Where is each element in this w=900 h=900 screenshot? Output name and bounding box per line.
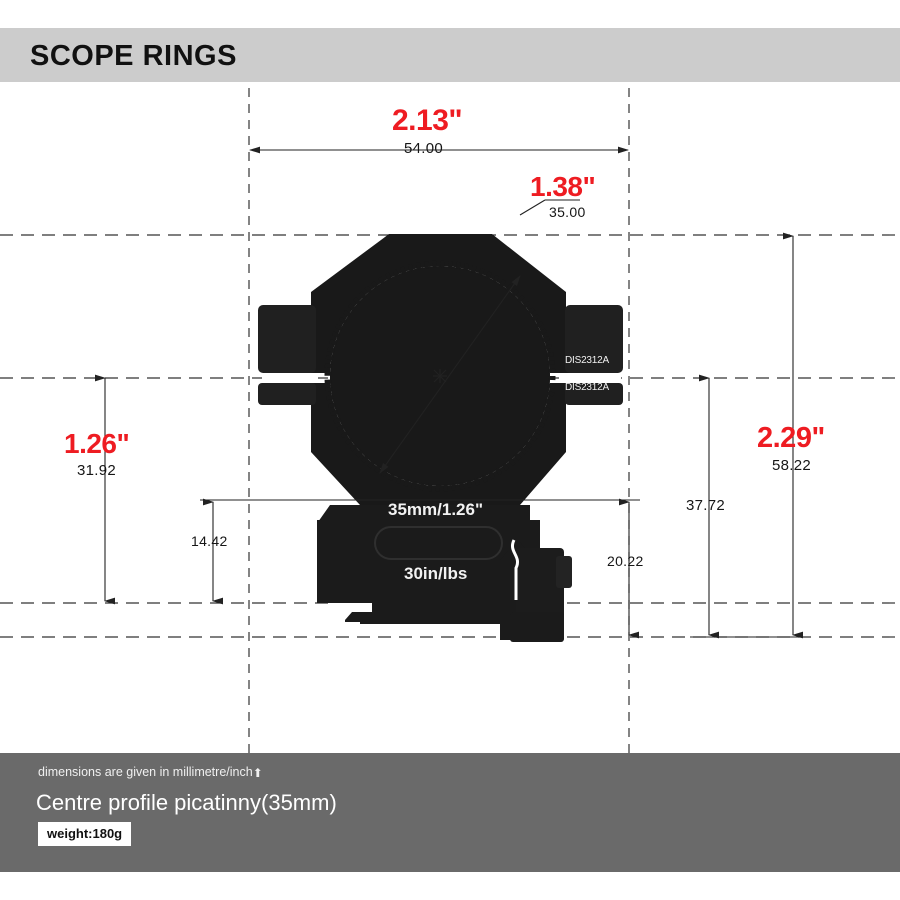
dim-label-ring-height-inch: 1.26"	[64, 428, 130, 459]
engraving-ring-size: 35mm/1.26"	[388, 500, 484, 519]
ring-lower-half	[265, 266, 612, 505]
centre-mark	[433, 369, 447, 383]
clamp-nut	[556, 556, 572, 588]
leader-bore	[519, 199, 546, 216]
scope-ring-body	[258, 234, 623, 642]
recoil-lug-notch	[330, 603, 372, 620]
dim-label-total-height-inch: 2.29"	[757, 422, 825, 454]
up-arrow-icon: ⬆	[252, 766, 263, 780]
screw-boss-left-lower	[258, 383, 316, 405]
clamp-bar	[500, 542, 527, 640]
ring-upper-half	[265, 234, 612, 486]
footer-note: dimensions are given in millimetre/inch⬆	[38, 765, 263, 780]
footer-note-text: dimensions are given in millimetre/inch	[38, 765, 253, 779]
rail-foot-bottom	[372, 596, 500, 624]
part-label-lower: DIS2312A	[565, 382, 609, 393]
base-oval-pocket	[374, 526, 503, 560]
bore-knurl-ring	[324, 260, 556, 492]
weight-badge: weight:180g	[38, 822, 132, 846]
split-line-gap-right	[563, 373, 621, 383]
dim-label-base-height-mm: 14.42	[191, 533, 228, 549]
dim-label-clamp-height-mm: 20.22	[607, 553, 644, 569]
engraving-torque: 30in/lbs	[404, 564, 468, 583]
header-bar	[0, 28, 900, 82]
footer-bar	[0, 753, 900, 872]
screw-boss-left-upper	[258, 305, 316, 373]
dim-label-width-inch: 2.13"	[392, 104, 463, 137]
dim-label-total-height-mm: 58.22	[772, 457, 812, 474]
clamp-foot	[510, 612, 564, 642]
screw-boss-right-lower	[565, 383, 623, 405]
dim-label-bore-inch: 1.38"	[530, 171, 596, 202]
dim-bore-diameter	[379, 275, 521, 474]
split-line-gap-left	[262, 373, 318, 383]
dimension-lines	[95, 146, 803, 639]
product-name: Centre profile picatinny(35mm)	[36, 790, 337, 815]
page-title: SCOPE RINGS	[30, 40, 237, 72]
dim-label-width-mm: 54.00	[404, 140, 444, 157]
dim-label-upper-height-mm: 37.72	[686, 497, 726, 514]
dim-label-bore-mm: 35.00	[549, 204, 586, 220]
screw-boss-right-upper	[565, 305, 623, 373]
part-label-upper: DIS2312A	[565, 355, 609, 366]
dim-label-ring-height-mm: 31.92	[77, 462, 117, 479]
clamp-hook	[511, 539, 519, 600]
